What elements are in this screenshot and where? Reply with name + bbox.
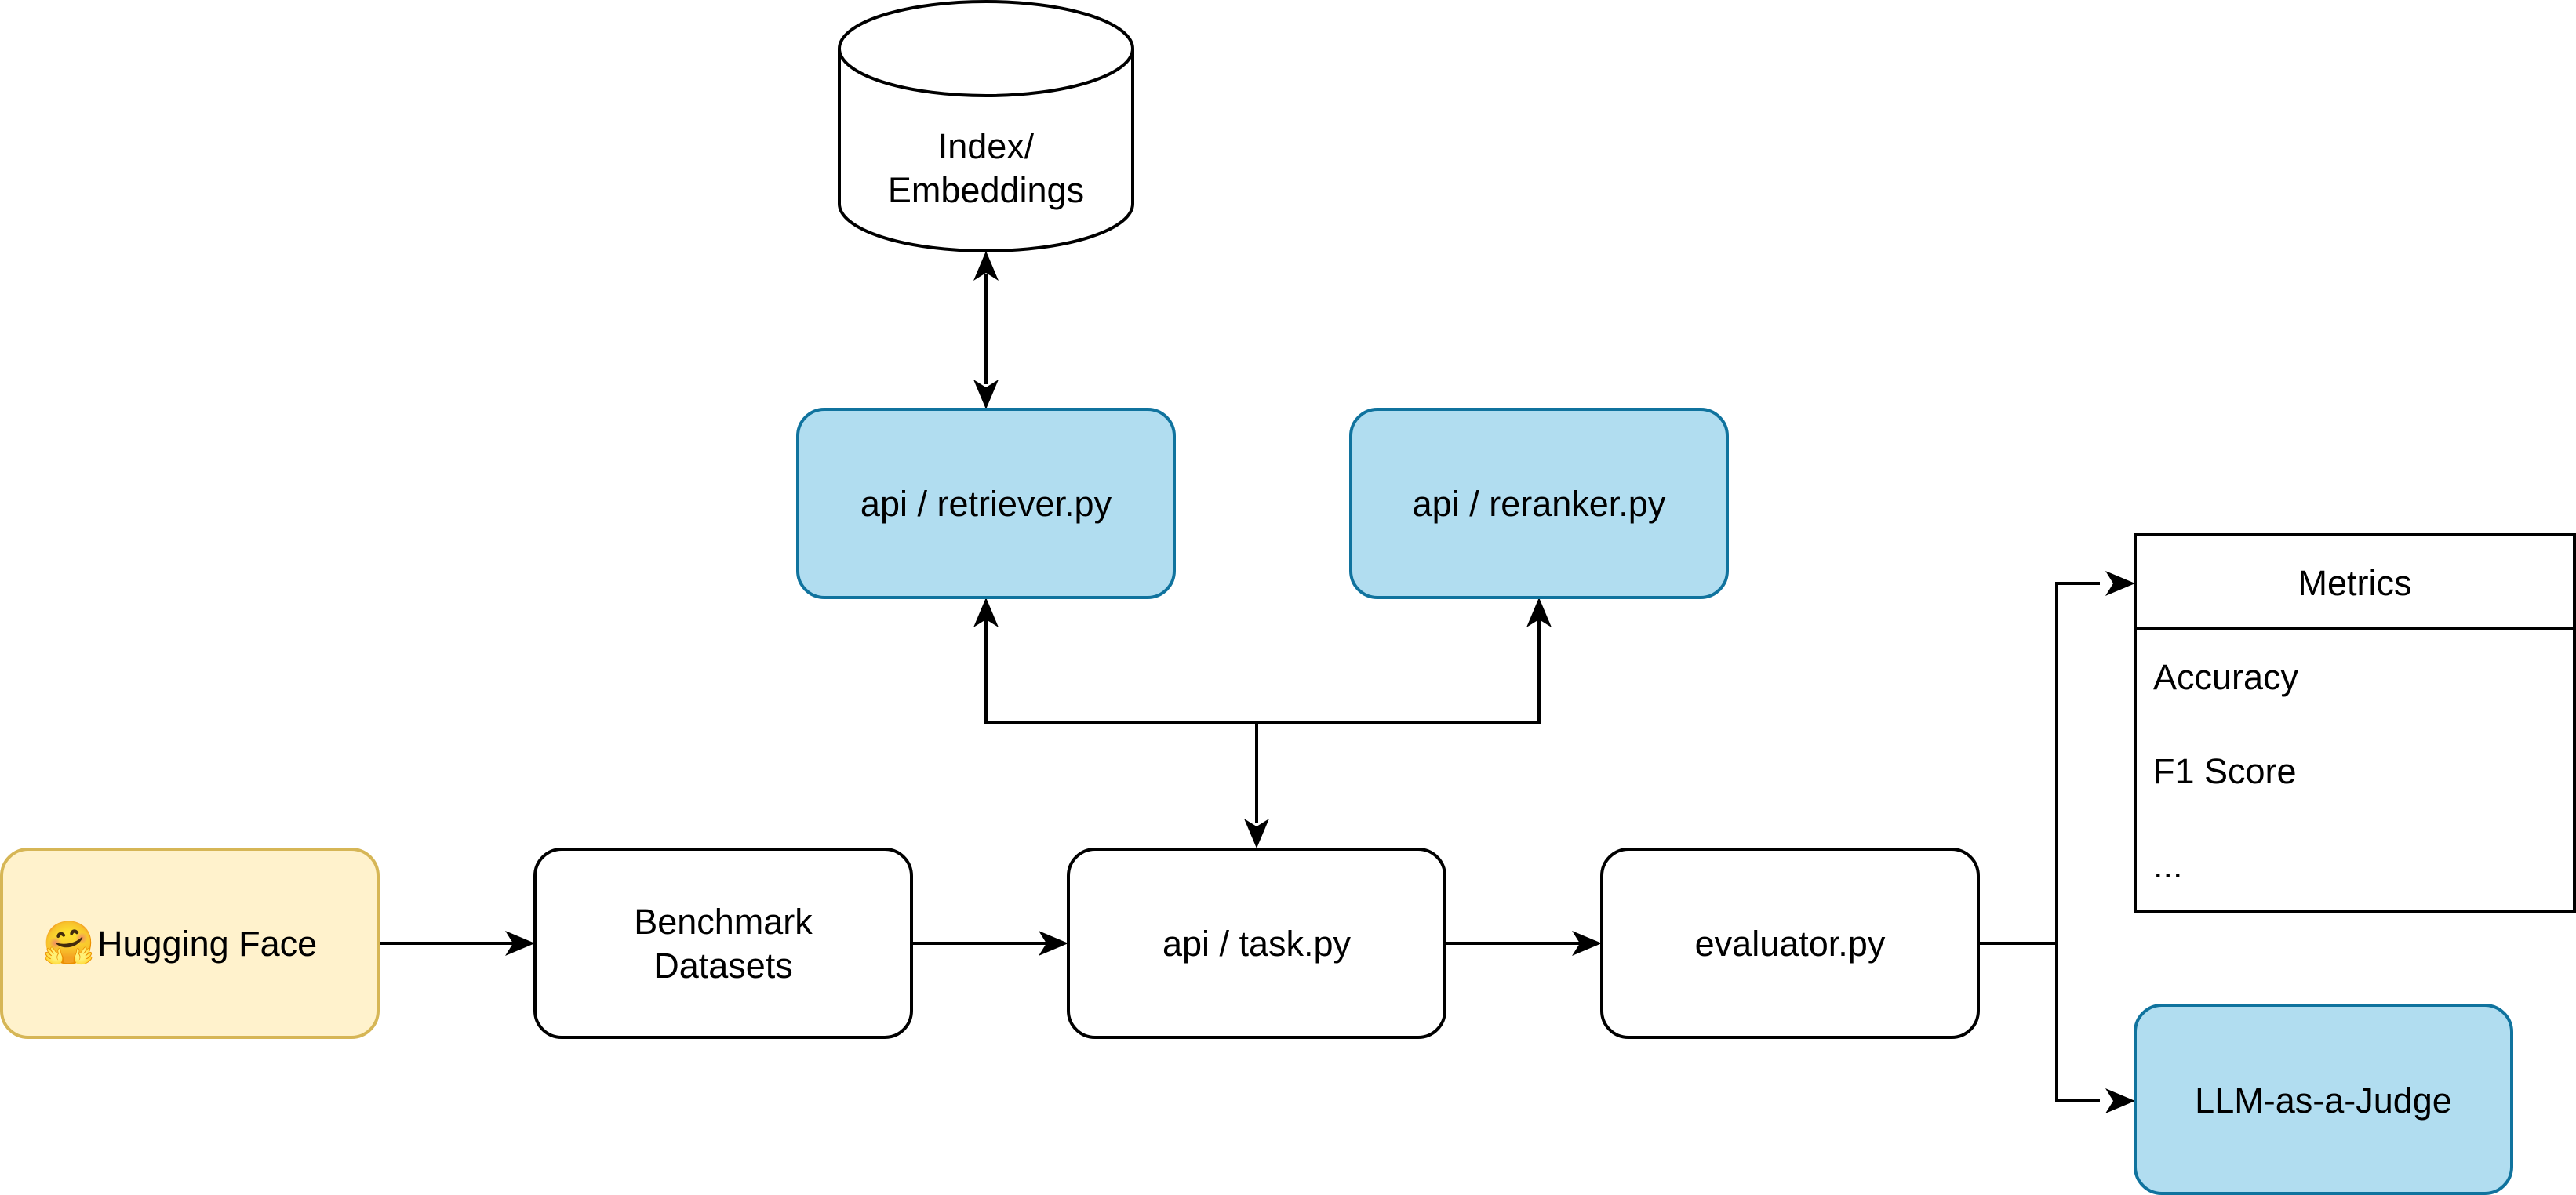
llm-judge-node: LLM-as-a-Judge: [2134, 1004, 2513, 1195]
index-embeddings-cylinder: Index/ Embeddings: [838, 0, 1134, 252]
benchmark-label-line1: Benchmark: [634, 902, 813, 942]
index-label-line2: Embeddings: [888, 170, 1084, 210]
hugging-face-label: Hugging Face: [97, 924, 317, 964]
benchmark-label-line2: Datasets: [653, 946, 793, 986]
benchmark-datasets-node: Benchmark Datasets: [533, 848, 913, 1039]
edge-task-evaluator: [1445, 931, 1602, 956]
metrics-title: Metrics: [2298, 563, 2412, 603]
retriever-node: api / retriever.py: [796, 408, 1176, 599]
edge-index-retriever: [973, 251, 999, 409]
index-label-line1: Index/: [938, 126, 1035, 166]
metrics-item: ...: [2153, 845, 2183, 885]
reranker-node: api / reranker.py: [1349, 408, 1729, 599]
evaluator-label: evaluator.py: [1695, 924, 1886, 964]
hugging-face-emoji-icon: 🤗: [42, 920, 95, 967]
llm-judge-label: LLM-as-a-Judge: [2195, 1081, 2452, 1121]
metrics-item: F1 Score: [2153, 751, 2297, 791]
metrics-list: Metrics Accuracy F1 Score ...: [2134, 533, 2576, 913]
task-node: api / task.py: [1067, 848, 1446, 1039]
task-label: api / task.py: [1162, 924, 1352, 964]
edge-evaluator-outputs: [1978, 571, 2135, 1113]
hugging-face-node: 🤗 Hugging Face: [0, 848, 380, 1039]
retriever-label: api / retriever.py: [860, 484, 1112, 524]
reranker-label: api / reranker.py: [1413, 484, 1666, 524]
metrics-item: Accuracy: [2153, 657, 2299, 697]
edge-task-to-apis: [973, 598, 1552, 848]
evaluator-node: evaluator.py: [1600, 848, 1980, 1039]
edges: [378, 251, 2135, 1113]
edge-hf-benchmark: [378, 931, 535, 956]
edge-benchmark-task: [911, 931, 1068, 956]
